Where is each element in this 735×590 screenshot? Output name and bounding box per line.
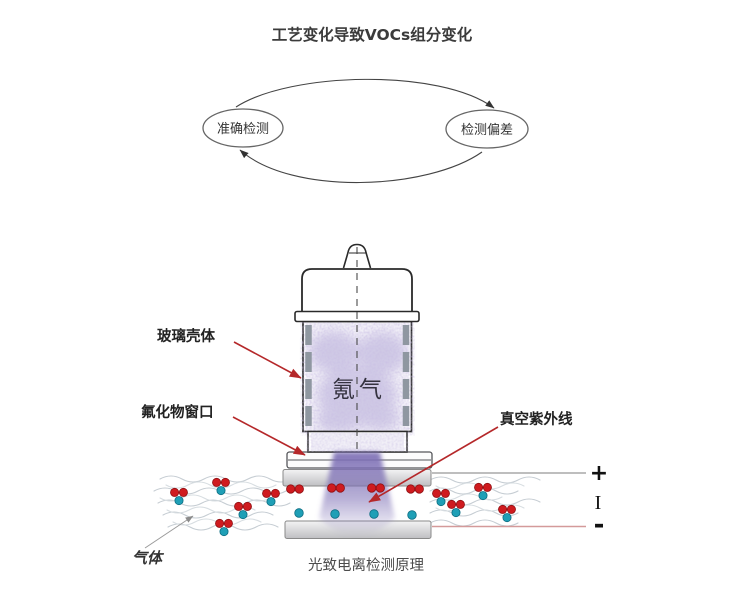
electron-dot xyxy=(369,509,379,519)
glass-shell-leader-arrow xyxy=(233,341,302,379)
accurate-detection-label: 准确检测 xyxy=(217,122,269,137)
cycle-arrow-top xyxy=(235,78,495,109)
vacuum-uv-label: 真空紫外线 xyxy=(500,410,573,428)
lamp-tip xyxy=(342,243,372,269)
cycle-arrow-bottom xyxy=(239,149,483,184)
gas-leader-arrow xyxy=(144,515,194,549)
vacuum-uv-leader-arrow xyxy=(368,426,499,503)
krypton-gas-label: 氪气 xyxy=(332,377,386,403)
electron-dot xyxy=(407,510,417,520)
glass-shell-label: 玻璃壳体 xyxy=(157,327,215,345)
pid-lamp: 氪气 xyxy=(294,243,420,453)
fluoride-window-label: 氟化物窗口 xyxy=(141,403,214,421)
detection-deviation-node xyxy=(445,109,529,149)
fluoride-window-leader-arrow xyxy=(232,416,306,456)
positive-terminal-symbol: + xyxy=(590,461,608,486)
gas-molecule xyxy=(170,487,188,506)
cycle-diagram: 准确检测 检测偏差 xyxy=(202,78,529,184)
page-title: 工艺变化导致VOCs组分变化 xyxy=(272,25,473,44)
gas-molecule xyxy=(215,518,233,537)
negative-terminal-symbol: - xyxy=(594,510,605,540)
gas-molecule xyxy=(262,488,280,507)
gas-molecule xyxy=(498,504,516,523)
detection-deviation-label: 检测偏差 xyxy=(461,123,513,138)
electron-dot xyxy=(330,509,340,519)
pid-lamp-diagram: 氪气 xyxy=(132,243,608,574)
diagram-caption: 光致电离检测原理 xyxy=(308,557,424,574)
gas-molecule xyxy=(447,499,465,518)
gas-molecule xyxy=(212,477,230,496)
gas-molecule xyxy=(432,488,450,507)
gas-label: 气体 xyxy=(132,549,165,567)
electron-dot xyxy=(294,508,304,518)
gas-molecule xyxy=(474,482,492,501)
accurate-detection-node xyxy=(202,108,284,148)
current-symbol: I xyxy=(595,492,602,514)
